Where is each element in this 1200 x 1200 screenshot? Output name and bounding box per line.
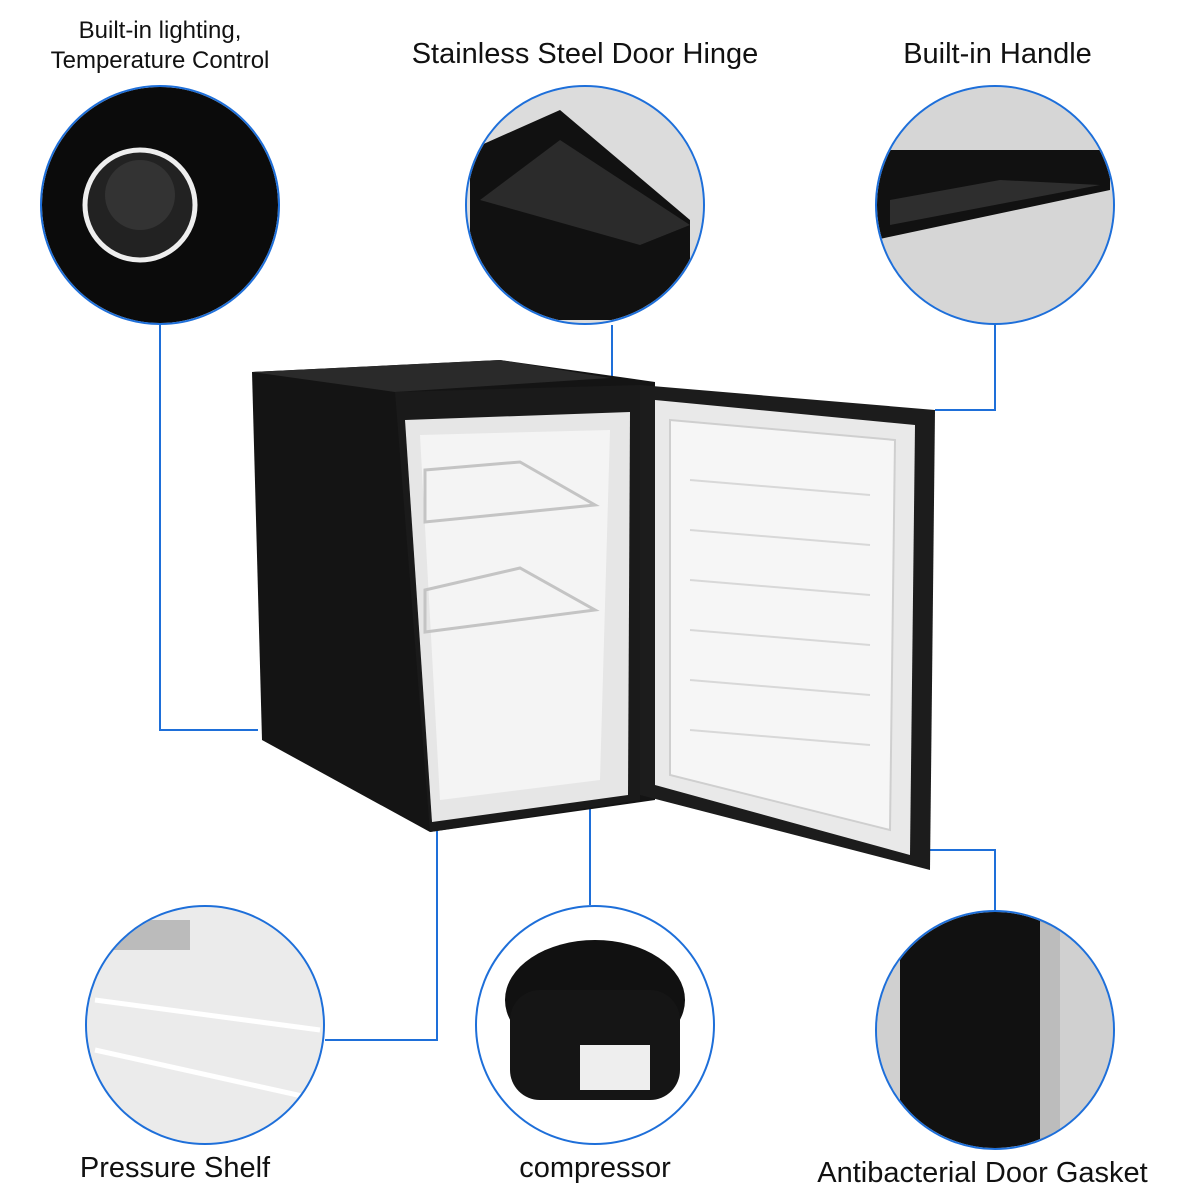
- label-pressure-shelf: Pressure Shelf: [79, 1152, 271, 1184]
- label-handle: Built-in Handle: [903, 38, 1092, 70]
- detail-hinge: [467, 87, 703, 323]
- detail-lighting-control: [42, 87, 278, 323]
- label-door-gasket: Antibacterial Door Gasket: [817, 1157, 1148, 1189]
- label-line: Temperature Control: [50, 47, 270, 74]
- wire-shelves: [423, 460, 600, 634]
- label-line: Built-in lighting,: [78, 17, 242, 44]
- detail-compressor: [477, 907, 713, 1143]
- circle-frames: [40, 85, 1115, 1150]
- detail-door-gasket: [877, 912, 1113, 1148]
- freezer-body: [252, 360, 935, 870]
- label-compressor: compressor: [519, 1152, 671, 1184]
- detail-handle: [877, 87, 1113, 323]
- label-lighting-control: Built-in lighting, Temperature Control: [10, 16, 310, 76]
- label-hinge: Stainless Steel Door Hinge: [411, 38, 759, 70]
